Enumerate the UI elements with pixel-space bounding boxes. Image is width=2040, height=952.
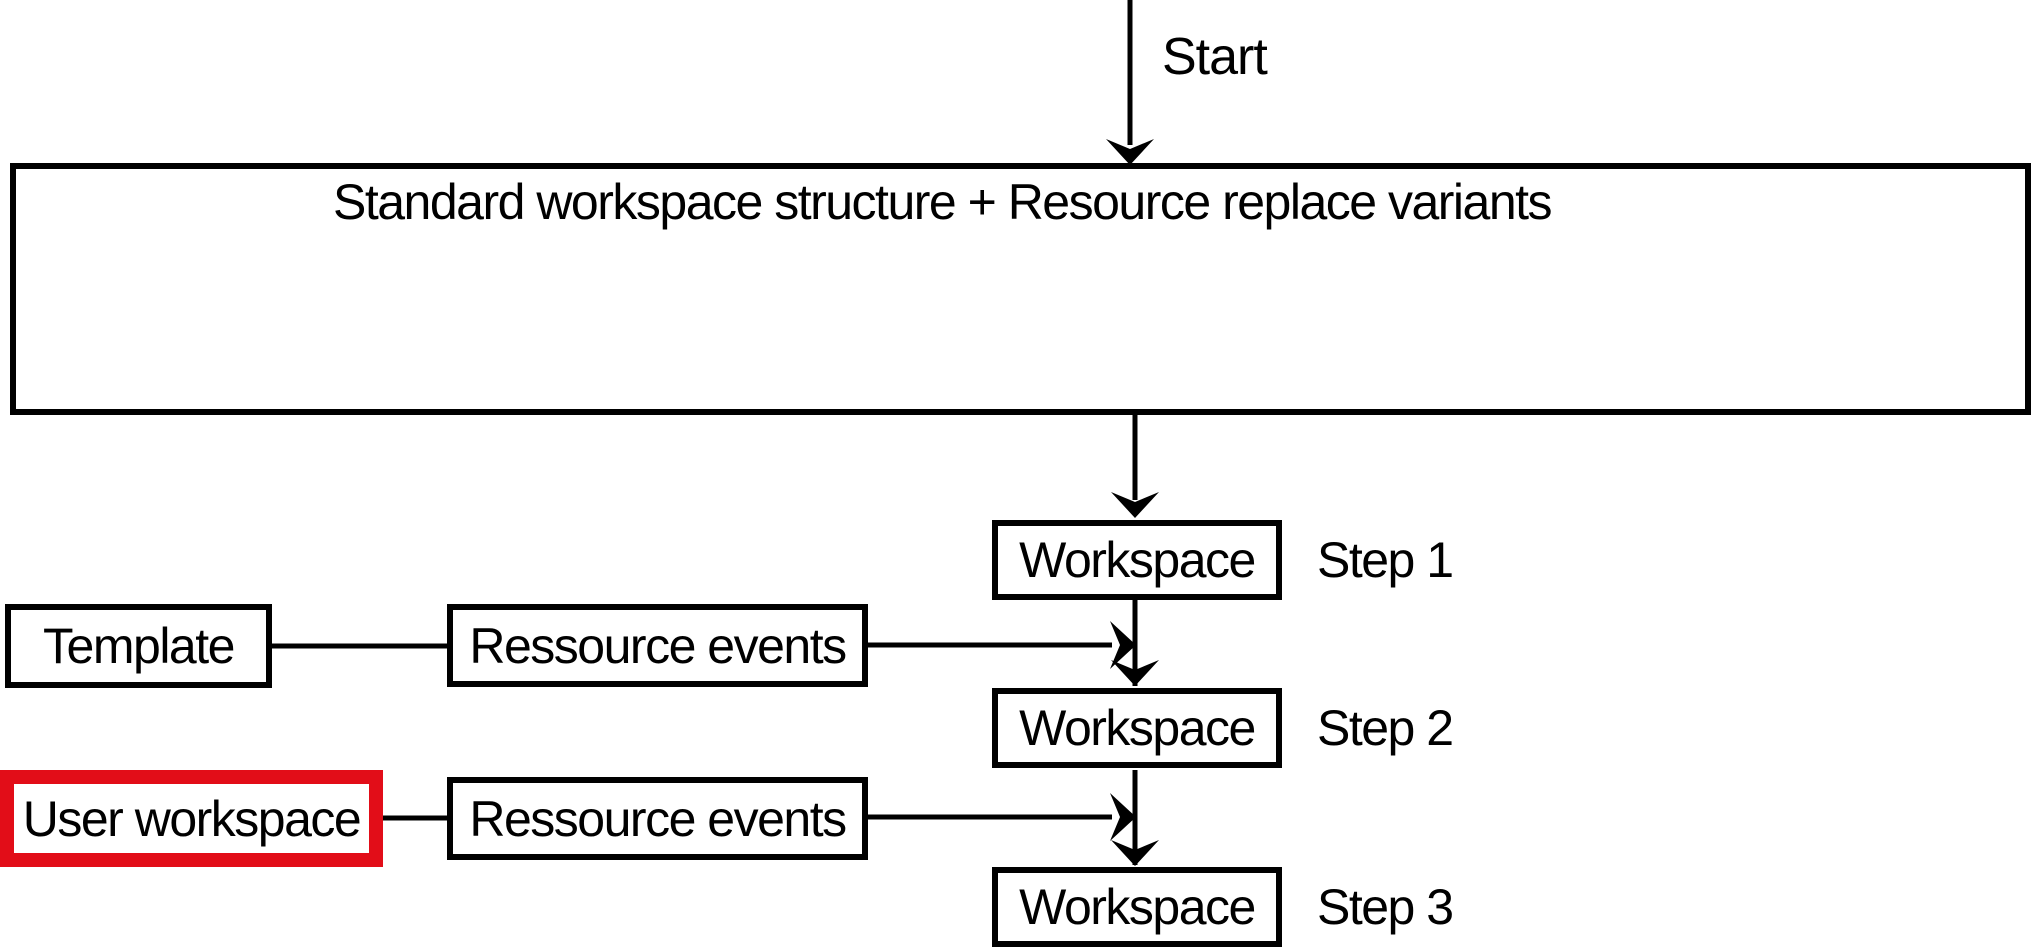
- step-2-label: Step 2: [1317, 700, 1454, 756]
- start-label: Start: [1162, 28, 1268, 86]
- merge-arrowhead-row2-icon: [1110, 621, 1136, 669]
- step-1-label: Step 1: [1317, 532, 1454, 588]
- workspace-box-step2: Workspace: [992, 688, 1282, 768]
- user-workspace-box-highlighted: User workspace: [0, 770, 383, 867]
- ressource-events-box-1: Ressource events: [447, 604, 868, 687]
- merge-arrowhead-row3-icon: [1110, 793, 1136, 841]
- arrowhead-ws1-icon: [1111, 492, 1159, 518]
- workspace-label: Workspace: [1019, 879, 1256, 935]
- workspace-label: Workspace: [1019, 532, 1256, 588]
- ressource-events-label: Ressource events: [469, 617, 847, 674]
- workspace-box-step3: Workspace: [992, 867, 1282, 947]
- start-arrowhead-icon: [1106, 139, 1154, 165]
- template-label: Template: [43, 618, 235, 674]
- workspace-box-step1: Workspace: [992, 520, 1282, 600]
- main-structure-box: [10, 163, 2031, 415]
- step-3-label: Step 3: [1317, 879, 1454, 935]
- template-box: Template: [5, 604, 272, 688]
- ressource-events-label: Ressource events: [469, 790, 847, 847]
- workspace-label: Workspace: [1019, 700, 1256, 756]
- arrowhead-ws2-icon: [1111, 660, 1159, 686]
- arrowhead-ws3-icon: [1111, 840, 1159, 866]
- main-structure-title: Standard workspace structure + Resource …: [333, 174, 1553, 230]
- ressource-events-box-2: Ressource events: [447, 777, 868, 860]
- user-workspace-label: User workspace: [22, 790, 362, 847]
